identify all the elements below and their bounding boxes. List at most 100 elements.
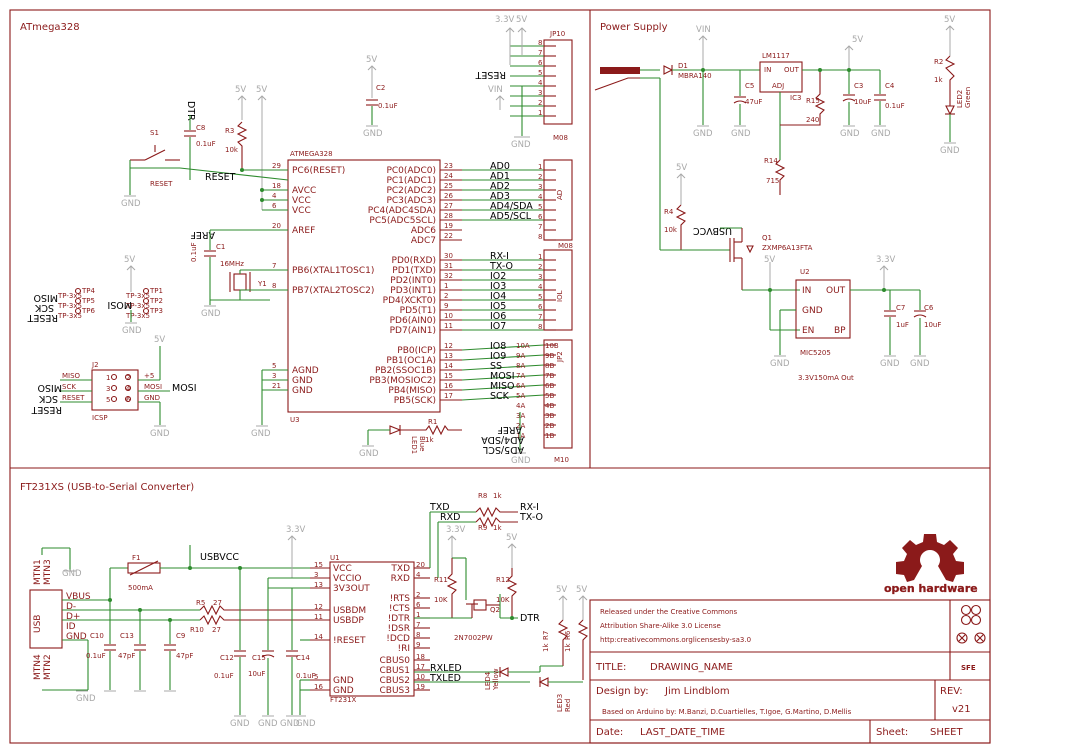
- capacitor-c13: C13 47pF: [118, 608, 146, 692]
- svg-text:5V: 5V: [124, 255, 135, 265]
- capacitor-c6: C6 10uF GND: [910, 290, 941, 369]
- capacitor-c7: C7 1uF GND: [880, 290, 909, 369]
- ad-pin-num: 7: [538, 223, 542, 231]
- svg-text:ID: ID: [66, 622, 76, 632]
- svg-text:D1: D1: [678, 62, 688, 70]
- svg-text:LED1: LED1: [410, 436, 418, 454]
- jp2-pin-a: 10A: [516, 342, 530, 350]
- u3-net-label: IO8: [490, 341, 506, 352]
- iol-pin-num: 7: [538, 313, 542, 321]
- svg-text:Red: Red: [564, 699, 572, 712]
- jp2-pin-b: 4B: [545, 402, 554, 410]
- svg-text:C8: C8: [196, 124, 205, 132]
- net-miso-tp: MISO: [33, 292, 58, 303]
- u1-pin-name: !DTR: [388, 614, 410, 624]
- jp10-pin-num: 5: [538, 69, 542, 77]
- resistor-r11: R11 10K: [434, 558, 458, 618]
- svg-text:DTR: DTR: [185, 101, 196, 121]
- svg-text:1k: 1k: [493, 524, 502, 532]
- test-points: TP4TP-3x5TP5TP-3x5TP6TP-3x5TP1TP-3x5TP2T…: [57, 287, 163, 320]
- jp10-pin-num: 8: [538, 39, 542, 47]
- svg-text:SCK: SCK: [62, 383, 76, 391]
- u3-pin-name: PD1(TXD): [392, 266, 436, 276]
- u1-pin-num: 4: [416, 571, 421, 579]
- gnd-vin: GND: [693, 125, 713, 139]
- u1-pin-name: RXD: [391, 574, 410, 584]
- svg-text:GND: GND: [871, 129, 891, 139]
- u3-pin-num: 9: [444, 302, 448, 310]
- svg-text:D-: D-: [66, 602, 76, 612]
- chip-u3-name: ATMEGA328: [290, 150, 333, 158]
- svg-text:715: 715: [766, 177, 779, 185]
- svg-text:Q1: Q1: [762, 234, 772, 242]
- sheet-label: Sheet:: [876, 727, 908, 738]
- u3-net-label: IO5: [490, 301, 506, 312]
- net-txled: TXLED: [429, 673, 461, 684]
- svg-text:1k: 1k: [425, 436, 434, 444]
- svg-text:0.1uF: 0.1uF: [296, 672, 316, 680]
- svg-text:ICSP: ICSP: [92, 414, 108, 422]
- svg-text:47pF: 47pF: [118, 652, 135, 660]
- test-point-pkg: TP-3x5: [125, 312, 150, 320]
- u1-pin-name: CBUS1: [380, 666, 411, 676]
- u3-net-label: IO4: [490, 291, 506, 302]
- jp2-pin-b: 9B: [545, 352, 554, 360]
- u3-net-label: AD0: [490, 161, 510, 172]
- svg-text:R14: R14: [764, 157, 778, 165]
- u1-pin-num: 19: [416, 683, 425, 691]
- capacitor-c12: C12 0.1uF GND: [214, 650, 250, 729]
- jp10-pin-num: 3: [538, 89, 542, 97]
- supply-33v-r11: 3.3V: [446, 525, 466, 558]
- u3-net-wire: [461, 384, 545, 391]
- u3-pin-num: 20: [272, 222, 281, 230]
- test-point-pad: [142, 307, 150, 315]
- svg-text:MTN4: MTN4: [33, 654, 43, 680]
- u3-pin-num: 28: [444, 212, 453, 220]
- svg-text:C4: C4: [885, 82, 895, 90]
- test-point-ref: TP1: [149, 287, 163, 295]
- svg-text:GND: GND: [802, 306, 823, 316]
- jp2-pin-b: 8B: [545, 362, 554, 370]
- capacitor-c8: DTR C8 0.1uF: [184, 101, 216, 180]
- u3-pin-num: 29: [272, 162, 281, 170]
- u3-pin-name: PB6(XTAL1TOSC1): [292, 266, 374, 276]
- mosfet-q2: Q2 2N7002PW: [454, 594, 501, 642]
- svg-text:5V: 5V: [366, 55, 377, 65]
- u1-pin-name: !RESET: [333, 636, 366, 646]
- section-title-ft231: FT231XS (USB-to-Serial Converter): [20, 482, 194, 493]
- svg-text:F1: F1: [132, 554, 140, 562]
- jp2-pin-b: 10B: [545, 342, 559, 350]
- svg-text:S1: S1: [150, 129, 159, 137]
- svg-text:Yellow: Yellow: [492, 668, 500, 691]
- u1-pin-name: USBDP: [333, 616, 364, 626]
- capacitor-c5: C5 47uF GND: [731, 70, 762, 139]
- jp2-pin-a: 4A: [516, 402, 525, 410]
- u3-net-label: AD2: [490, 181, 510, 192]
- svg-text:LM1117: LM1117: [762, 52, 790, 60]
- svg-text:MISO: MISO: [62, 372, 81, 380]
- svg-text:3: 3: [106, 385, 110, 393]
- u1-pin-num: 15: [314, 561, 323, 569]
- svg-text:3.3V150mA Out: 3.3V150mA Out: [798, 374, 854, 382]
- u1-pin-name: !DCD: [386, 634, 410, 644]
- svg-text:MTN1: MTN1: [33, 559, 43, 585]
- diode-d1: D1 MBRA140: [663, 62, 760, 80]
- svg-text:GND: GND: [258, 719, 278, 729]
- svg-text:C7: C7: [896, 304, 905, 312]
- u3-pin-name: PB5(SCK): [394, 396, 436, 406]
- svg-text:D+: D+: [66, 612, 80, 622]
- svg-text:GND: GND: [511, 456, 531, 466]
- svg-text:R1: R1: [428, 418, 437, 426]
- u3-pin-name: PD7(AIN1): [390, 326, 436, 336]
- svg-text:0.1uF: 0.1uF: [378, 102, 398, 110]
- u3-pin-num: 27: [444, 202, 453, 210]
- svg-text:GND: GND: [66, 632, 87, 642]
- u3-net-label: IO2: [490, 271, 506, 282]
- resistor-r4: 5V R4 10k: [664, 163, 687, 250]
- u1-pin-num: 6: [416, 601, 421, 609]
- svg-text:GND: GND: [770, 359, 790, 369]
- title-label: TITLE:: [595, 662, 626, 673]
- svg-text:GND: GND: [359, 449, 379, 459]
- u1-pin-num: 20: [416, 561, 425, 569]
- svg-text:10K: 10K: [496, 596, 510, 604]
